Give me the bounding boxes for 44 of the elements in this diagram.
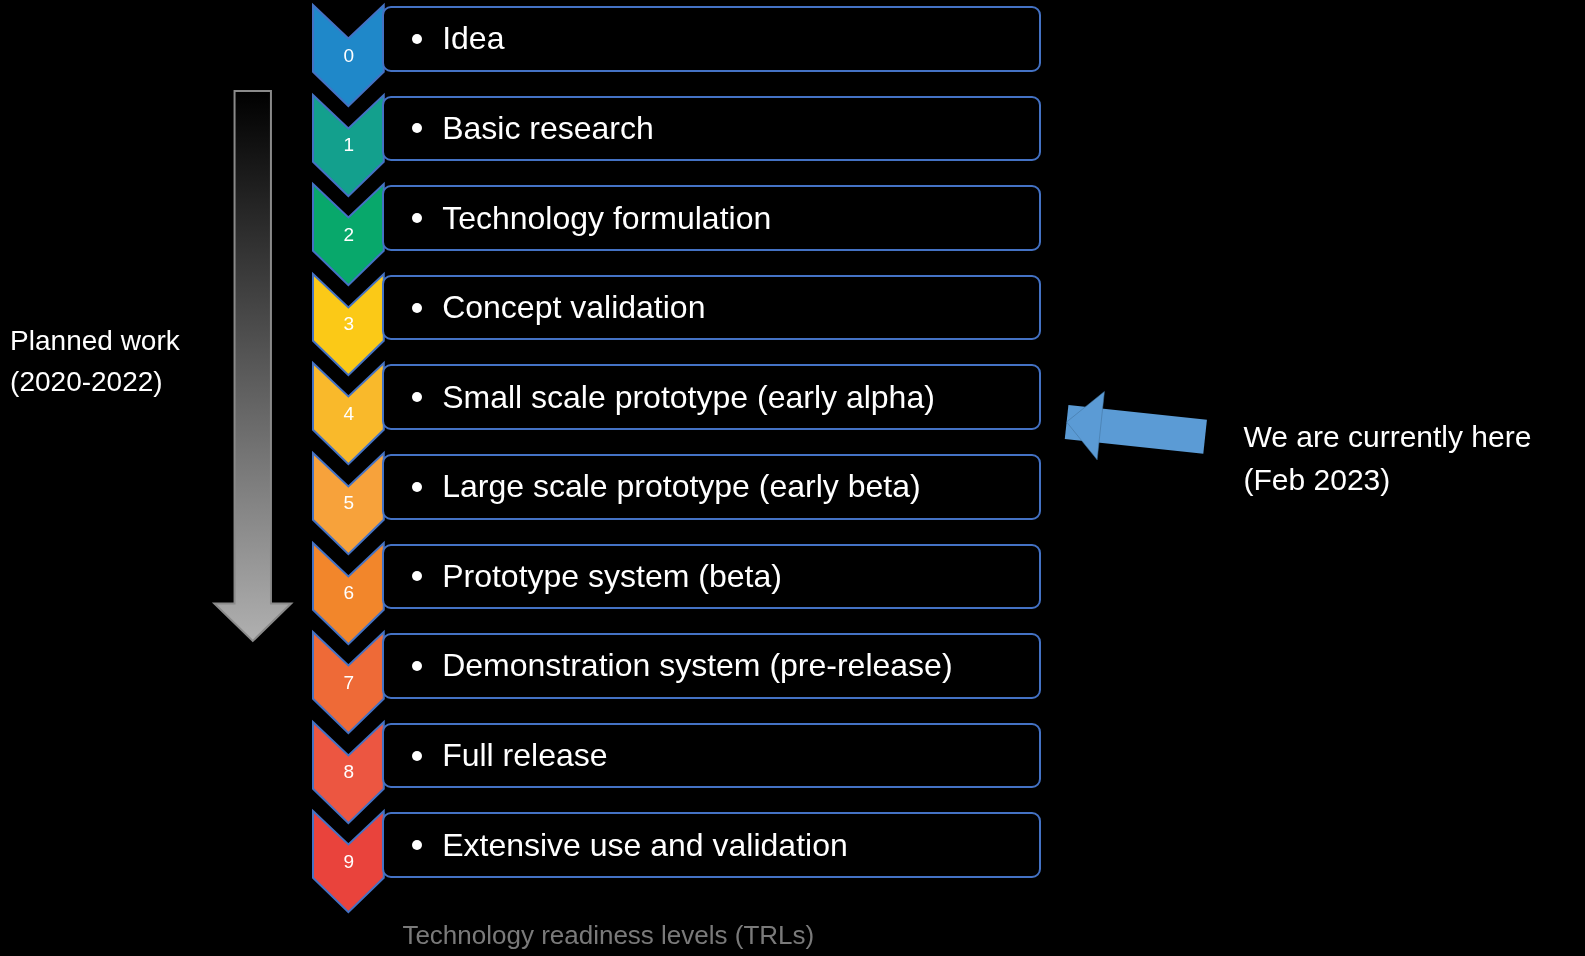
level-description: Full release	[442, 737, 608, 774]
caption: Technology readiness levels (TRLs)	[402, 920, 815, 952]
level-box	[382, 543, 1042, 610]
chevron-shape	[313, 184, 385, 286]
level-number: 6	[342, 582, 356, 605]
chevron-shape	[313, 5, 385, 107]
level-number: 0	[342, 44, 356, 67]
chevron-shape	[313, 363, 385, 465]
level-description: Technology formulation	[442, 199, 772, 237]
chevron-shape	[313, 632, 385, 734]
level-number: 7	[342, 671, 356, 694]
chevron-shape	[313, 273, 385, 375]
level-number: 8	[342, 761, 356, 784]
level-box	[382, 6, 1042, 72]
level-description: Small scale prototype (early alpha)	[442, 378, 935, 416]
level-box	[382, 185, 1042, 251]
level-description: Demonstration system (pre-release)	[442, 647, 953, 685]
chevron-shape	[313, 542, 385, 644]
level-number: 4	[342, 402, 356, 425]
level-number: 2	[342, 223, 356, 246]
level-description: Concept validation	[442, 289, 706, 327]
level-number: 1	[342, 134, 356, 157]
timeline-label: Planned work (2020-2022)	[10, 324, 181, 400]
level-box	[382, 722, 1042, 789]
chevron-shape	[313, 721, 385, 823]
level-number: 9	[342, 850, 356, 873]
level-number: 5	[342, 492, 356, 515]
level-number: 3	[342, 313, 356, 336]
level-description: Idea	[442, 20, 505, 58]
level-description: Large scale prototype (early beta)	[442, 468, 921, 506]
chevron-shape	[313, 811, 385, 913]
level-description: Prototype system (beta)	[442, 557, 782, 595]
block-arrow	[1064, 391, 1207, 461]
level-description: Extensive use and validation	[442, 826, 848, 864]
level-box	[382, 364, 1042, 431]
level-box	[382, 95, 1042, 162]
chevron-shape	[313, 94, 385, 196]
level-description: Basic research	[442, 109, 654, 147]
level-box	[382, 812, 1042, 878]
level-box	[382, 633, 1042, 699]
chevron-shape	[313, 452, 385, 554]
level-box	[382, 274, 1042, 341]
status-note: We are currently here (Feb 2023)	[1205, 414, 1585, 511]
level-box	[382, 453, 1042, 520]
